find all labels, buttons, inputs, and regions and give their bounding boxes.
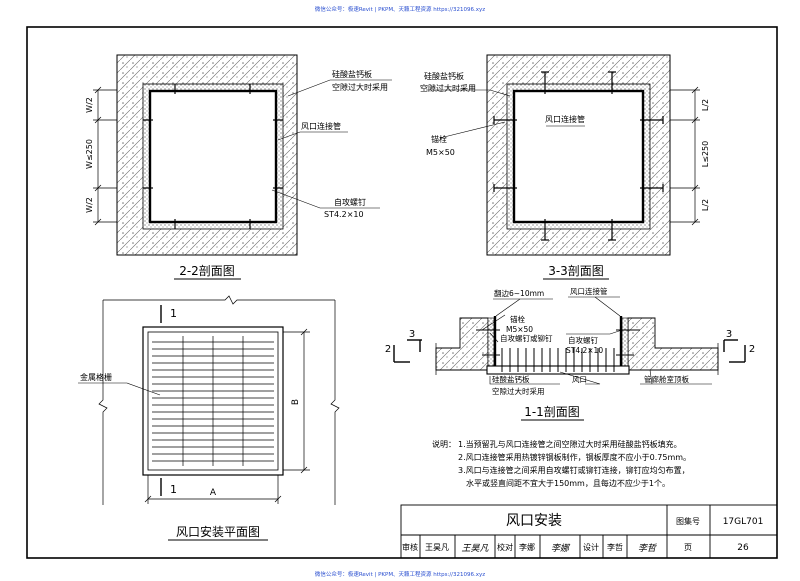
title-2-2: 2-2剖面图 <box>179 264 235 278</box>
section-2-2: W/2 W≤250 W/2 硅酸盐钙板 空隙过大时采用 风口连接管 自攻螺钉 S… <box>85 54 392 280</box>
mark-1-bottom: 1 <box>170 483 177 496</box>
review-label: 审核 <box>402 542 418 552</box>
mark-2-left: 2 <box>385 344 391 355</box>
label-anchor: 锚栓 <box>510 314 525 324</box>
label-pipe: 风口连接管 <box>570 286 608 296</box>
title-1-1: 1-1剖面图 <box>524 405 580 419</box>
notes-line-2: 2.风口连接管采用热镀锌钢板制作，钢板厚度不应小于0.75mm。 <box>458 452 691 462</box>
label-screw-or-rivet: 自攻螺钉或铆钉 <box>500 333 553 343</box>
plan-view: 1 1 B A 金属格栅 风口安装平面图 <box>78 295 340 541</box>
design-label: 设计 <box>583 542 599 552</box>
notes-heading: 说明： <box>432 439 456 449</box>
leaders <box>481 296 712 385</box>
dim-w-max: W≤250 <box>85 139 94 169</box>
connecting-pipe <box>512 89 645 224</box>
checker-signature: 李娜 <box>551 543 571 554</box>
reviewer-signature: 王昊凡 <box>461 543 489 554</box>
dim-l-max: L≤250 <box>701 141 710 167</box>
label-screw: 自攻螺钉 <box>334 197 366 207</box>
grille-slats <box>152 336 274 466</box>
label-anchor-spec: M5×50 <box>506 325 533 334</box>
screws <box>143 84 283 229</box>
label-board-2: 空隙过大时采用 <box>420 83 476 93</box>
label-flange: 翻边6~10mm <box>494 289 544 298</box>
label-screw: 自攻螺钉 <box>568 335 598 345</box>
label-board-1: 硅酸盐钙板 <box>492 374 530 384</box>
designer-signature: 李哲 <box>638 543 657 554</box>
page-number: 26 <box>737 543 749 553</box>
dimension-w <box>93 86 117 226</box>
dim-l-half-bottom: L/2 <box>701 199 710 211</box>
title-plan: 风口安装平面图 <box>176 524 260 539</box>
section-3-3: L/2 L≤250 L/2 硅酸盐钙板 空隙过大时采用 锚栓 M5×50 风口连… <box>420 54 710 280</box>
dimension-b <box>283 328 310 474</box>
page-label: 页 <box>684 543 692 552</box>
leaders <box>271 79 392 209</box>
label-board-2: 空隙过大时采用 <box>332 82 388 92</box>
anchors <box>493 71 664 241</box>
label-grille: 金属格栅 <box>80 372 112 382</box>
atlas-label: 图集号 <box>676 516 700 526</box>
notes-line-4: 水平或竖直间距不宜大于150mm，且每边不应少于1个。 <box>466 478 670 488</box>
dim-w-half-top: W/2 <box>85 97 94 113</box>
notes: 说明： 1.当预留孔与风口连接管之间空隙过大时采用硅酸盐钙板填充。 2.风口连接… <box>432 439 691 488</box>
atlas-number: 17GL701 <box>723 517 764 527</box>
label-pipe: 风口连接管 <box>301 121 341 131</box>
label-ceiling: 管廊舱室顶板 <box>644 374 689 384</box>
dimension-l <box>670 86 700 226</box>
dimension-a <box>144 475 282 504</box>
connecting-pipe <box>148 89 278 224</box>
break-lines <box>98 295 340 505</box>
label-vent: 风口 <box>572 375 587 384</box>
reviewer: 王昊凡 <box>425 543 449 552</box>
leaders <box>426 89 585 139</box>
label-board-1: 硅酸盐钙板 <box>424 71 464 81</box>
label-board-2: 空隙过大时采用 <box>492 386 545 396</box>
label-anchor: 锚栓 <box>431 134 447 144</box>
dim-l-half-top: L/2 <box>701 99 710 111</box>
title-3-3: 3-3剖面图 <box>548 264 604 278</box>
watermark-top: 微信公众号：极速Revit | PKPM、天籁工程资源 https://3210… <box>315 5 485 13</box>
title-block: 风口安装 图集号 17GL701 审核 王昊凡 王昊凡 校对 李娜 李娜 设计 … <box>400 504 778 559</box>
mark-2-right: 2 <box>749 344 755 355</box>
dim-b: B <box>291 399 301 405</box>
drawing-title: 风口安装 <box>506 513 562 529</box>
checker: 李娜 <box>519 542 535 552</box>
designer: 李哲 <box>607 542 623 552</box>
notes-line-1: 1.当预留孔与风口连接管之间空隙过大时采用硅酸盐钙板填充。 <box>458 439 682 449</box>
watermark-bottom: 微信公众号：极速Revit | PKPM、天籁工程资源 https://3210… <box>315 570 485 578</box>
dim-w-half-bottom: W/2 <box>85 197 94 213</box>
section-1-1: 2 3 3 2 翻边6~10mm 风口连接管 锚栓 M5×50 自攻螺钉或铆钉 … <box>385 286 755 421</box>
label-anchor-spec: M5×50 <box>426 148 455 157</box>
mark-3-right: 3 <box>726 329 732 340</box>
mark-1-top: 1 <box>170 307 177 320</box>
check-label: 校对 <box>497 542 513 552</box>
section-marks <box>393 339 746 363</box>
label-screw-spec: ST4.2×10 <box>566 346 603 355</box>
label-board-1: 硅酸盐钙板 <box>332 69 372 79</box>
mark-3-left: 3 <box>409 329 415 340</box>
label-screw-spec: ST4.2×10 <box>324 210 364 219</box>
dim-a: A <box>210 488 217 498</box>
label-pipe: 风口连接管 <box>545 114 585 124</box>
notes-line-3: 3.风口与连接管之间采用自攻螺钉或铆钉连接，铆钉应均匀布置， <box>458 465 690 475</box>
